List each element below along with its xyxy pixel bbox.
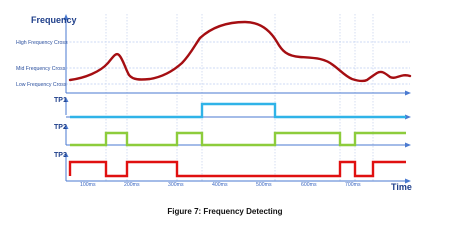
time-tick-label: 600ms bbox=[301, 182, 317, 188]
tp1-label: TP1 bbox=[54, 97, 67, 104]
tp2-baseline-arrow bbox=[405, 142, 411, 148]
time-tick-label: 200ms bbox=[124, 182, 140, 188]
tp1-waveform bbox=[70, 102, 406, 119]
frequency-axis-title: Frequency bbox=[31, 15, 77, 25]
tp2-waveform bbox=[70, 131, 406, 147]
tp3-waveform bbox=[68, 160, 406, 178]
time-axis-title: Time bbox=[391, 182, 412, 192]
tp3-axis-arrow bbox=[63, 152, 69, 157]
tp2-axis-arrow bbox=[63, 124, 69, 129]
frequency-axis-arrow bbox=[63, 14, 69, 20]
time-tick-label: 300ms bbox=[168, 182, 184, 188]
tp3-label: TP3 bbox=[54, 152, 67, 159]
time-tick-label: 500ms bbox=[256, 182, 272, 188]
figure-caption: Figure 7: Frequency Detecting bbox=[167, 207, 282, 216]
time-axis-arrow bbox=[405, 178, 411, 184]
time-gridlines bbox=[105, 14, 374, 181]
time-tick-label: 700ms bbox=[345, 182, 361, 188]
tp1-baseline-arrow bbox=[405, 114, 411, 120]
tp1-axis-arrow bbox=[63, 97, 69, 102]
low-frequency-cross-label: Low Frequency Cross bbox=[16, 82, 67, 88]
frequency-baseline-arrow bbox=[405, 90, 411, 96]
high-frequency-cross-label: High Frequency Cross bbox=[16, 40, 68, 46]
tp2-label: TP2 bbox=[54, 124, 67, 131]
time-tick-label: 400ms bbox=[212, 182, 228, 188]
frequency-detecting-diagram: Frequency High Frequency Cross Mid Frequ… bbox=[16, 14, 412, 216]
mid-frequency-cross-label: Mid Frequency Cross bbox=[16, 66, 66, 72]
time-tick-label: 100ms bbox=[80, 182, 96, 188]
frequency-curve bbox=[68, 20, 412, 83]
